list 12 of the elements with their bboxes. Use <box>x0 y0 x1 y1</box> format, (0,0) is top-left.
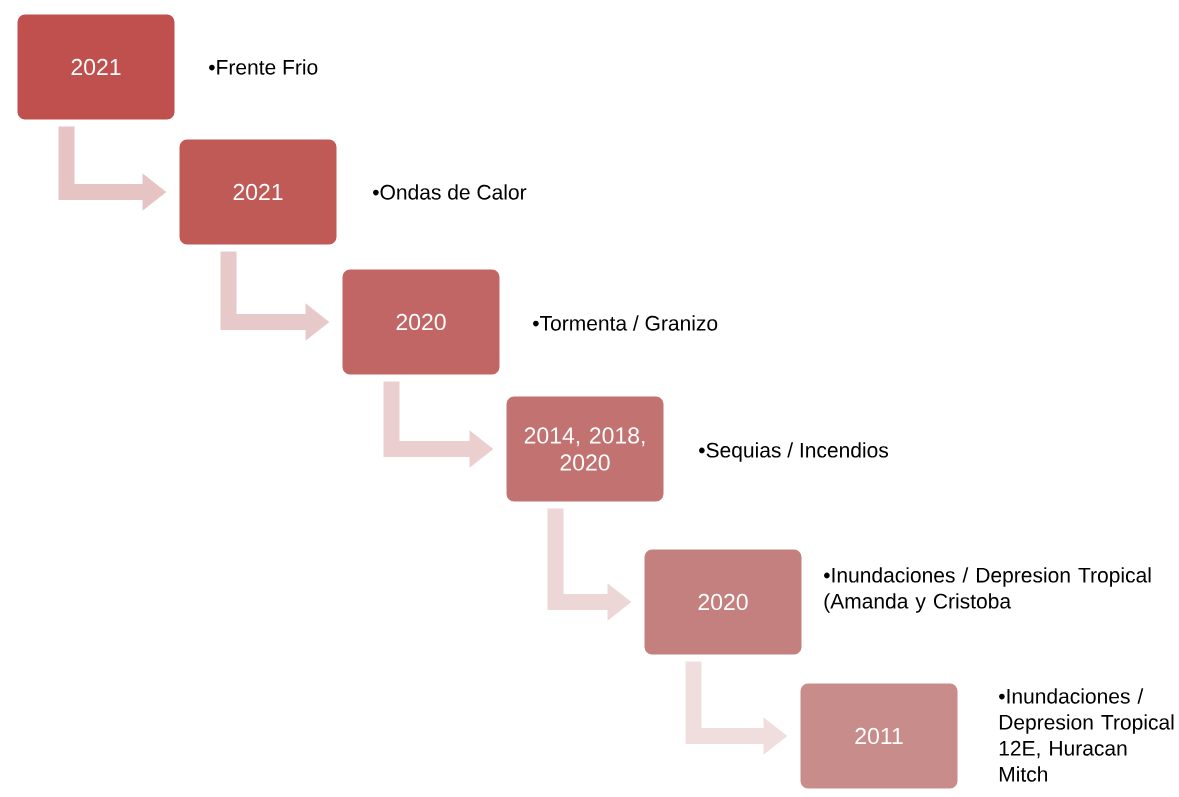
year-box: 2020 <box>641 546 805 658</box>
bullet-text: •Inundaciones / Depresion Tropical (Amanda y Cristoba <box>824 567 1151 613</box>
bullet-text: •Sequias / Incendios <box>699 442 889 462</box>
year-box: 2011 <box>797 680 961 792</box>
year-box: 2014, 2018, 2020 <box>503 393 667 505</box>
bullet-text: •Ondas de Calor <box>373 184 527 200</box>
year-box: 2021 <box>14 11 178 123</box>
bullet-text: •Inundaciones / Depresion Tropical 12E, Huracan Mitch <box>999 688 1174 782</box>
year-box: 2020 <box>339 266 503 378</box>
year-box: 2021 <box>176 136 340 248</box>
bullet-text: •Tormenta / Granizo <box>533 315 718 331</box>
bullet-text: •Frente Frio <box>209 59 318 75</box>
